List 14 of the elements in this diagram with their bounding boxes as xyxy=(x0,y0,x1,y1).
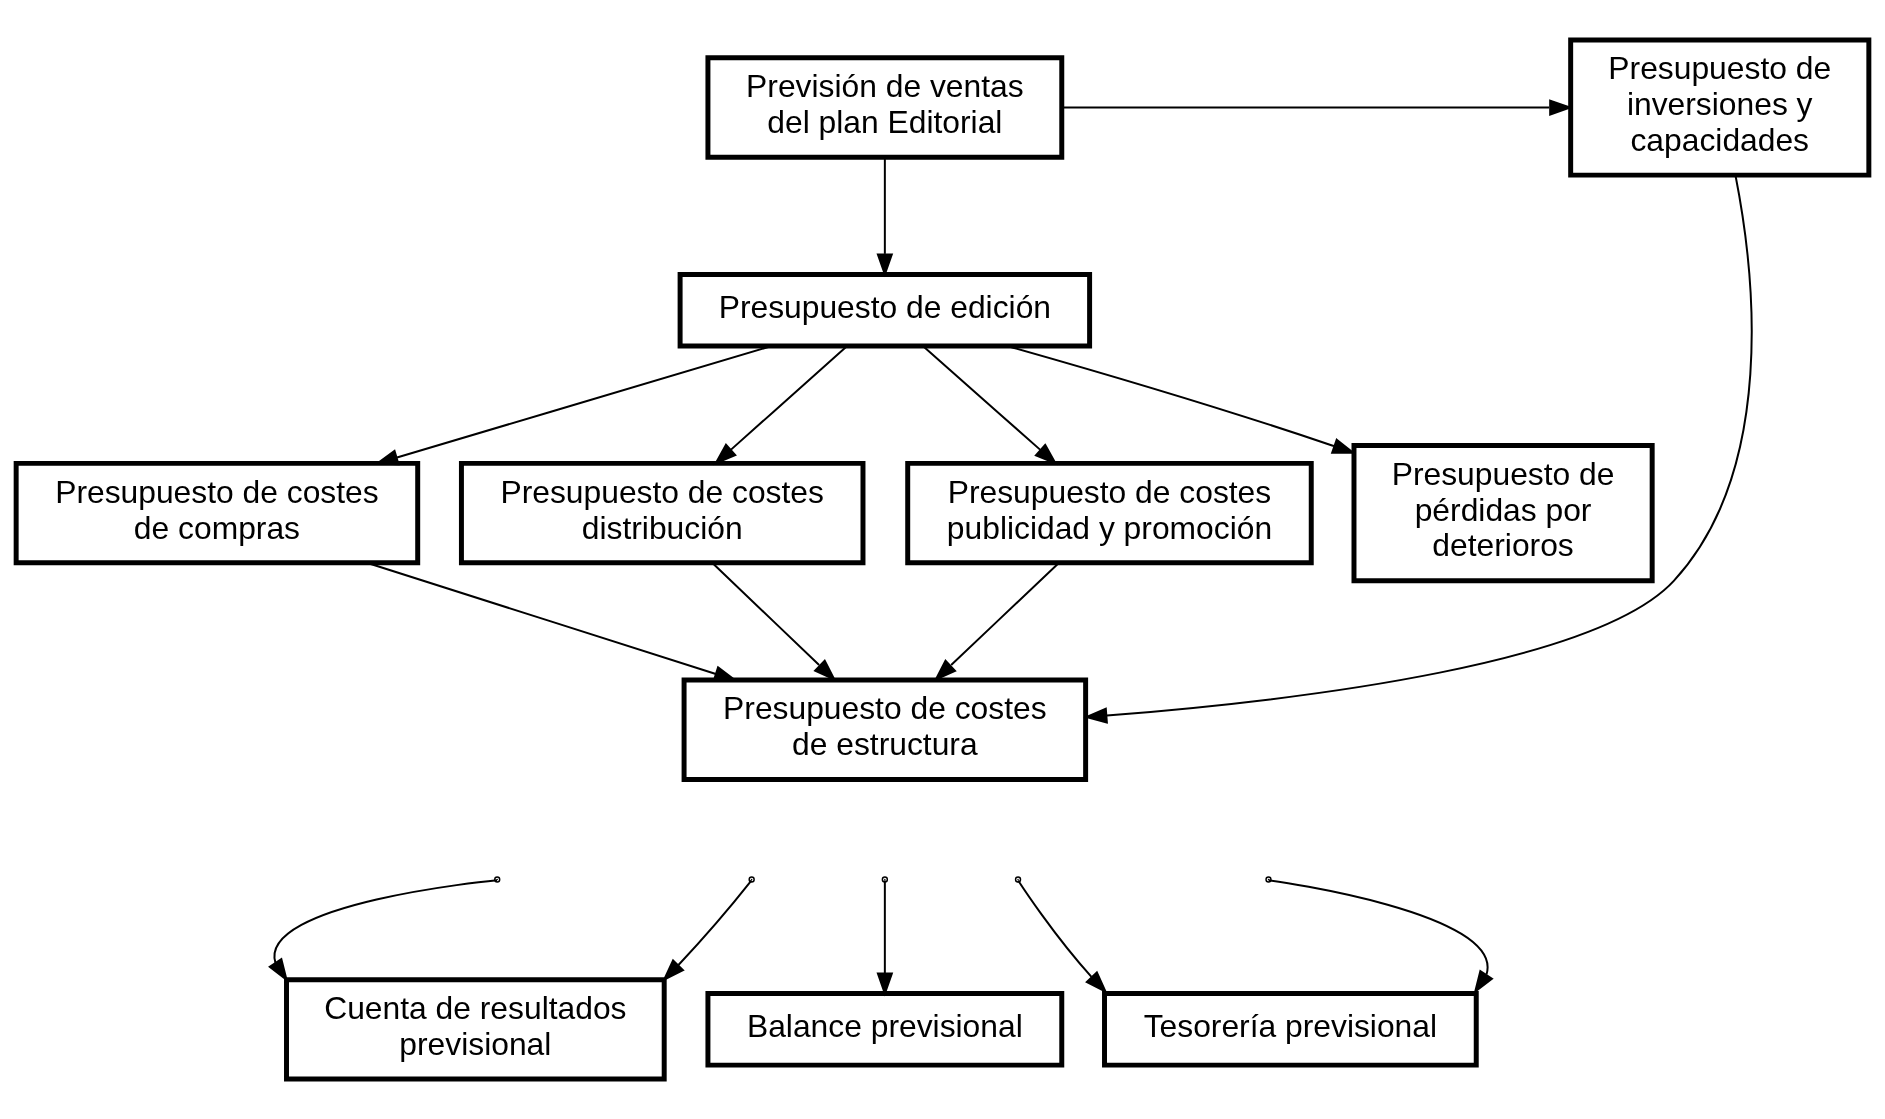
node-box: Cuenta de resultados previsional xyxy=(284,977,667,1082)
node-box: Presupuesto de edición xyxy=(677,272,1093,349)
node-box: Previsión de ventas del plan Editorial xyxy=(705,55,1065,160)
node-box: Presupuesto de inversiones y capacidades xyxy=(1568,37,1872,178)
arrow xyxy=(876,879,894,997)
node-box: Presupuesto de costes de compras xyxy=(13,460,421,566)
node-box: Presupuesto de costes distribución xyxy=(458,460,866,566)
node-box: Presupuesto de pérdidas por deterioros xyxy=(1351,443,1655,584)
arrow xyxy=(1017,879,1108,994)
node-box: Tesorería previsional xyxy=(1102,991,1479,1068)
node-box: Presupuesto de costes de estructura xyxy=(681,677,1089,782)
node-box: Balance previsional xyxy=(705,991,1065,1068)
node-box: Presupuesto de costes publicidad y promoción xyxy=(905,460,1314,566)
arrow xyxy=(662,879,753,982)
